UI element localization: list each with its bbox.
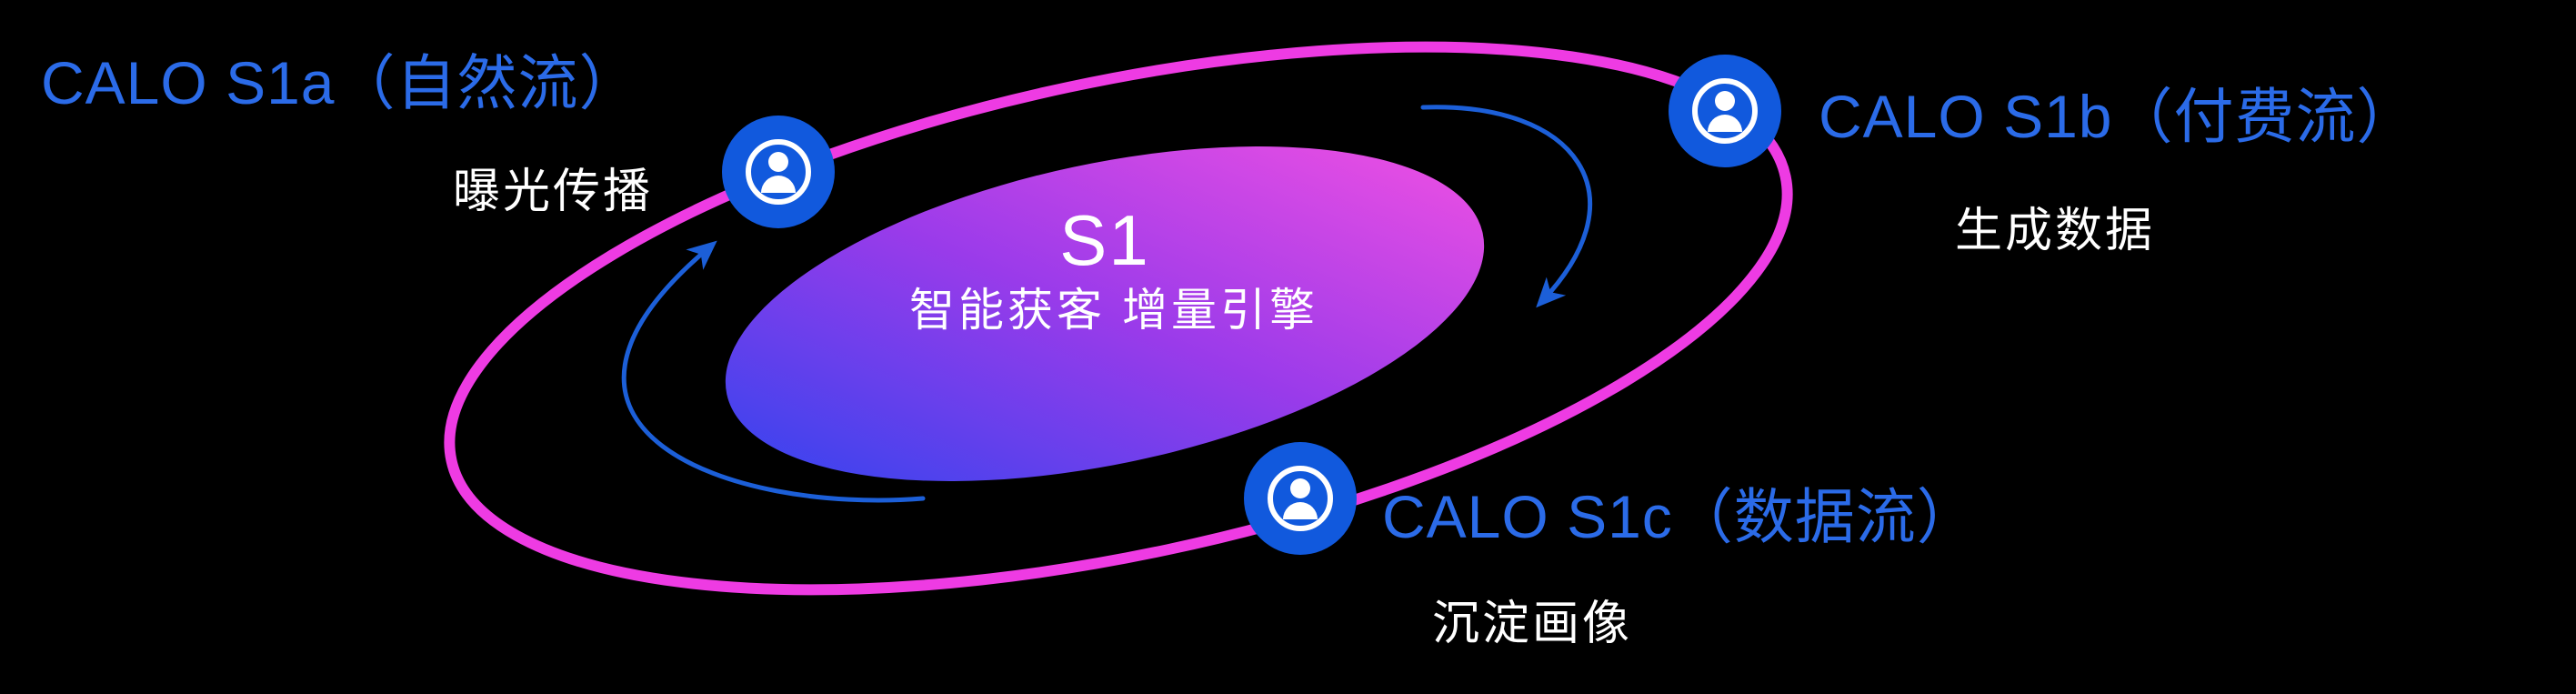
user-icon <box>1244 442 1357 555</box>
flow-arrow-right <box>1420 105 1593 308</box>
node-s1b <box>1669 55 1781 167</box>
flow-arrow-left <box>621 240 926 503</box>
node-s1a <box>722 116 835 228</box>
user-icon <box>722 116 835 228</box>
node-s1b-label: CALO S1b（付费流） <box>1819 83 2418 150</box>
node-s1c-label: CALO S1c（数据流） <box>1382 483 1978 550</box>
orbit-ring <box>444 41 1793 596</box>
core-title: S1 <box>1059 200 1150 280</box>
core-ellipse <box>725 146 1485 482</box>
node-s1b-sublabel: 生成数据 <box>1955 205 2156 257</box>
node-s1c <box>1244 442 1357 555</box>
core-subtitle: 智能获客 增量引擎 <box>909 285 1318 336</box>
node-s1c-sublabel: 沉淀画像 <box>1432 598 1633 650</box>
node-s1a-label: CALO S1a（自然流） <box>41 49 640 116</box>
user-icon <box>1669 55 1781 167</box>
node-s1a-sublabel: 曝光传播 <box>453 166 654 218</box>
